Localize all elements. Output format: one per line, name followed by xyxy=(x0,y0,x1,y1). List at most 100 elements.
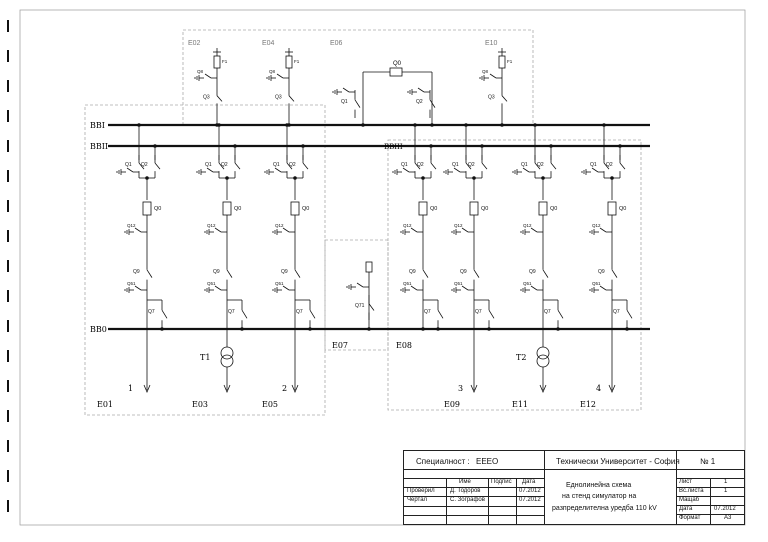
switch-label: Q2 xyxy=(289,162,296,168)
switch-label: Q9 xyxy=(281,269,288,275)
earthing-blade xyxy=(134,285,142,291)
drawn-name: С. Зографов xyxy=(450,497,485,503)
feeder-arrow xyxy=(539,384,547,394)
earthing-blade xyxy=(276,73,284,79)
junction-dot xyxy=(413,123,417,127)
coupler-breaker-label: Q0 xyxy=(393,61,402,67)
switch-label: Q8 xyxy=(482,69,489,74)
earthing-blade xyxy=(410,227,418,233)
switch-label: Q9 xyxy=(213,269,220,275)
disconnector-blade xyxy=(288,95,295,102)
circuit-breaker xyxy=(418,201,428,216)
date-value: 07.2012 xyxy=(714,506,736,512)
disconnector-blade xyxy=(557,309,564,319)
earthing-blade xyxy=(410,285,418,291)
bay-label-e04: Е04 xyxy=(262,40,275,47)
switch-label: Q2 xyxy=(417,162,424,168)
junction-dot xyxy=(429,144,433,148)
drawing-number: № 1 xyxy=(700,457,716,466)
feeder-arrow xyxy=(223,384,231,394)
feeder-label-2: 2 xyxy=(282,384,287,393)
disconnector-blade xyxy=(626,309,633,319)
breaker-label: Q0 xyxy=(550,206,557,212)
switch-label: Q2 xyxy=(141,162,148,168)
earthing-blade xyxy=(126,167,134,173)
switch-label: Q51 xyxy=(454,281,463,286)
bay-label-e02: Е02 xyxy=(188,40,201,47)
junction-dot xyxy=(625,327,629,331)
earthing-blade xyxy=(282,227,290,233)
junction-dot xyxy=(421,327,425,331)
disconnector-blade xyxy=(542,269,549,278)
junction-dot xyxy=(533,123,537,127)
feeder-label-1: 1 xyxy=(128,384,133,393)
transformer-winding xyxy=(536,346,550,360)
bay-label-e10: Е10 xyxy=(485,40,498,47)
switch-label: Q12 xyxy=(127,223,136,228)
earthing-blade xyxy=(204,73,212,79)
junction-dot xyxy=(153,144,157,148)
junction-dot xyxy=(430,123,434,127)
switch-label: Q9 xyxy=(409,269,416,275)
bay-label-e11: Е11 xyxy=(512,400,528,409)
switch-label: Q7 xyxy=(424,309,431,315)
switch-label: Q51 xyxy=(403,281,412,286)
sheet-label: Лист xyxy=(679,479,693,485)
disconnector-blade xyxy=(488,309,495,319)
column-name: Име xyxy=(459,479,471,485)
earthing-blade xyxy=(214,285,222,291)
disconnector-blade xyxy=(481,162,488,170)
circuit-breaker xyxy=(222,201,232,216)
junction-dot xyxy=(308,327,312,331)
switch-label: Q51 xyxy=(275,281,284,286)
switch-label: Q1 xyxy=(341,99,348,105)
switch-label: Q1 xyxy=(125,162,132,168)
drawing-title-line3: разпределителна уредба 110 kV xyxy=(552,505,657,512)
switch-label: Q7 xyxy=(544,309,551,315)
fuse-label: F1 xyxy=(507,59,513,64)
disconnector-blade xyxy=(286,162,293,170)
junction-dot xyxy=(556,327,560,331)
bay-label-e08: Е08 xyxy=(396,341,412,350)
column-date: Дата xyxy=(522,479,536,485)
title-block: Специалност : ЕЕЕО Технически Университе… xyxy=(403,450,745,525)
switch-label: Q7 xyxy=(475,309,482,315)
specialty-label: Специалност : xyxy=(416,457,470,466)
disconnector-blade xyxy=(309,309,316,319)
earthing-blade xyxy=(489,73,497,79)
date-label: Дата xyxy=(679,506,693,512)
switch-label: Q9 xyxy=(133,269,140,275)
switch-label: Q3 xyxy=(275,95,282,101)
university-name: Технически Университет - София xyxy=(556,457,680,466)
circuit-breaker xyxy=(142,201,152,216)
disconnector-blade xyxy=(534,162,541,170)
checked-label: Проверил xyxy=(407,488,435,494)
transformer-label-t1: Т1 xyxy=(200,353,210,362)
disconnector-blade xyxy=(146,269,153,278)
earthing-blade xyxy=(206,167,214,173)
earthing-blade xyxy=(591,167,599,173)
disconnector-blade xyxy=(473,269,480,278)
earthing-blade xyxy=(402,167,410,173)
junction-dot xyxy=(137,123,141,127)
disconnector-blade xyxy=(226,269,233,278)
bay-label-e07: Е07 xyxy=(332,341,348,350)
disconnector-blade xyxy=(234,162,241,170)
bay-label-e01: Е01 xyxy=(97,400,113,409)
switch-label: Q8 xyxy=(269,69,276,74)
junction-dot xyxy=(500,123,504,127)
disconnector-blade xyxy=(501,95,508,102)
circuit-breaker xyxy=(607,201,617,216)
sheet-value: 1 xyxy=(724,479,728,485)
earthing-blade xyxy=(134,227,142,233)
disconnector-blade xyxy=(550,162,557,170)
switch-label: Q2 xyxy=(221,162,228,168)
fuse-f1 xyxy=(285,55,293,69)
format-value: А3 xyxy=(724,515,732,521)
switch-label: Q51 xyxy=(592,281,601,286)
busbar-label-bb2: ВВII xyxy=(90,142,108,151)
earthing-blade xyxy=(461,285,469,291)
switch-label: Q2 xyxy=(606,162,613,168)
earthing-blade xyxy=(453,167,461,173)
